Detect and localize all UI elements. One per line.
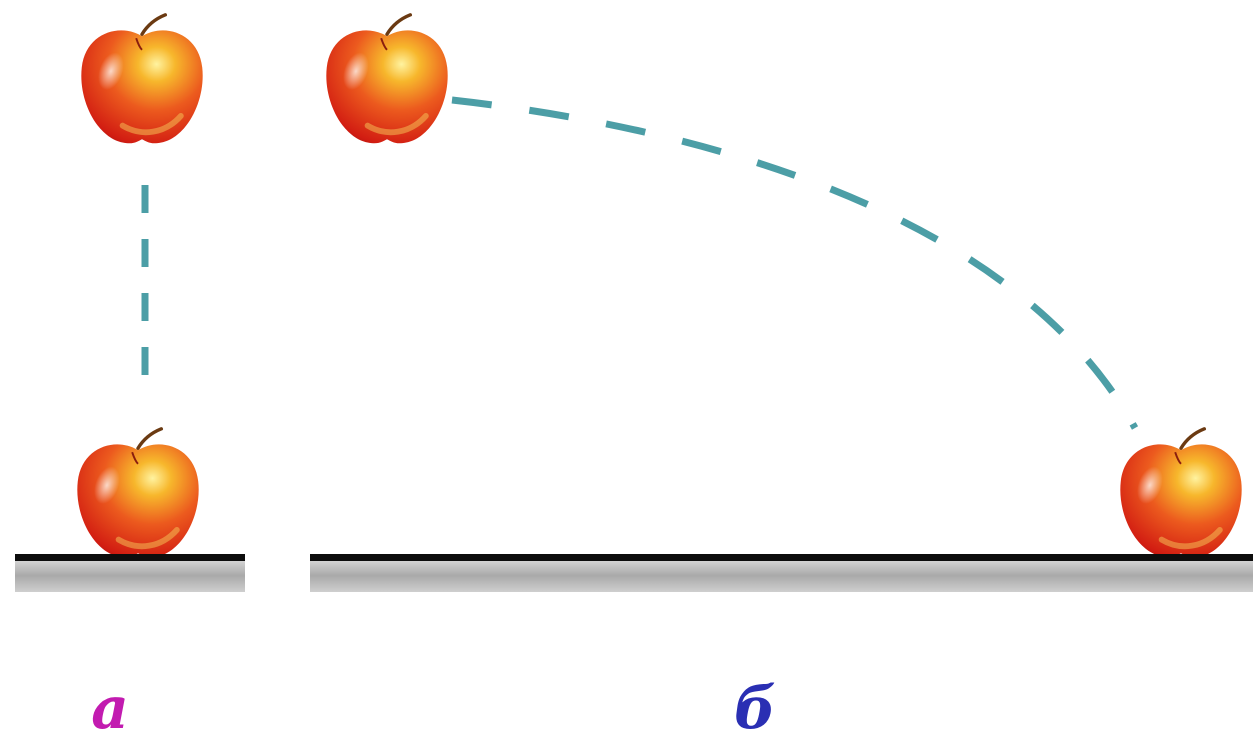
panel-label-a: a [91, 674, 129, 742]
panel-label-b: б [734, 674, 776, 742]
parabolic-trajectory [451, 96, 1139, 430]
ground-b [310, 554, 1253, 592]
panel-b: б [310, 15, 1253, 742]
apple-icon [326, 15, 447, 143]
ground-a [15, 554, 245, 592]
panel-a: a [15, 15, 245, 742]
apple-icon [1120, 429, 1241, 557]
apple-icon [77, 429, 198, 557]
apple-icon [81, 15, 202, 143]
